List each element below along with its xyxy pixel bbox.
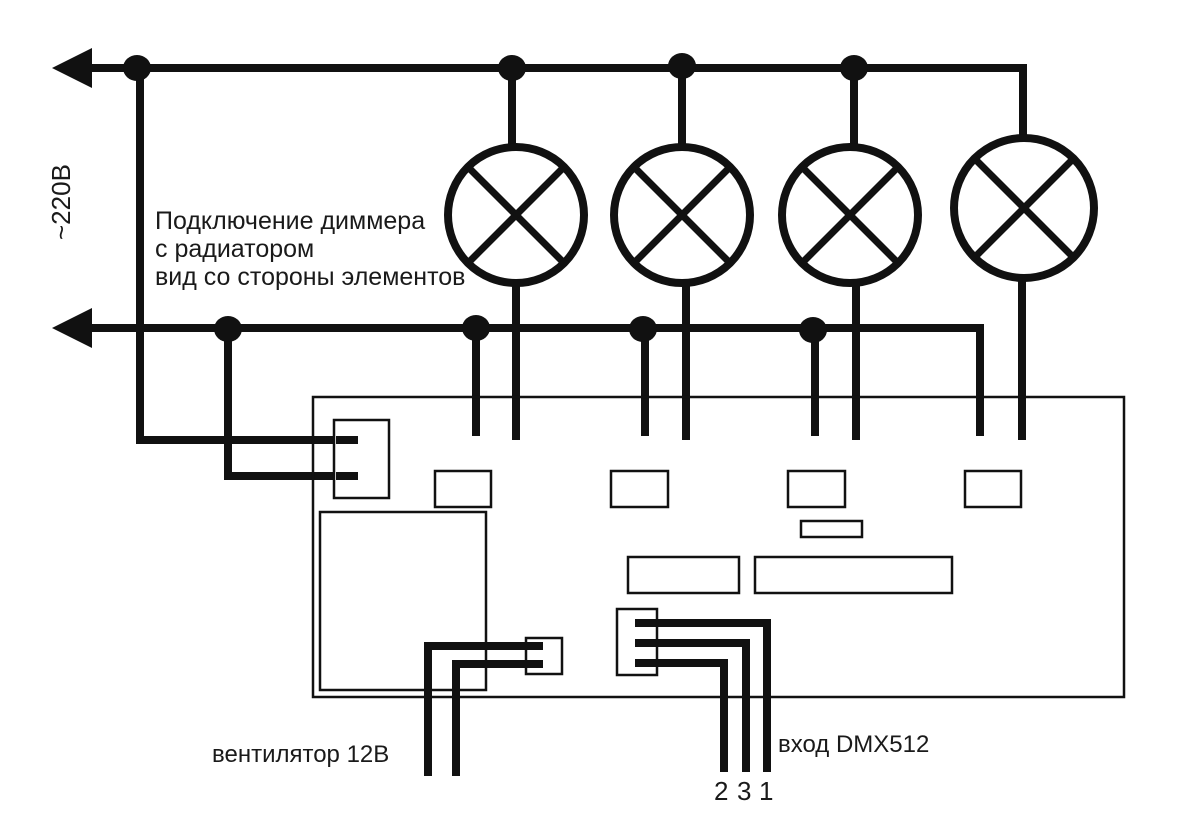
mains-connector [332,418,391,500]
chip-block [753,555,954,595]
triac-block [786,469,847,509]
junction-dot [498,55,526,81]
junction-dot [462,315,490,341]
small-component [799,519,864,539]
triac-block [433,469,493,509]
triac-block [609,469,670,509]
dmx-pin-label: 1 [759,776,773,806]
lamp-3 [778,68,922,440]
junction-dot [840,55,868,81]
junction-dot [799,317,827,343]
lamp-4 [950,134,1098,440]
junction-dot [668,53,696,79]
dmx-pin-label: 2 [714,776,728,806]
title-line-3: вид со стороны элементов [155,263,465,291]
title-line-2: с радиатором [155,235,314,263]
mains-top-line [52,48,1027,140]
dmx-pin-label: 3 [737,776,751,806]
lamp-group [444,68,1098,440]
title-line-1: Подключение диммера [155,207,425,235]
dimmer-board [311,395,1126,699]
voltage-label: ~220В [46,164,76,240]
dmx-wires [635,619,771,772]
triac-block [963,469,1023,509]
junction-nodes [123,53,868,343]
lamp-2 [610,68,754,440]
junction-dot [123,55,151,81]
chip-block [626,555,741,595]
junction-dot [629,316,657,342]
junction-dot [214,316,242,342]
mains-terminal-stubs [336,436,358,480]
fan-wires [424,642,543,776]
dmx-input-label: вход DMX512 [778,731,929,758]
arrow-left-icon [52,48,92,88]
lamp-1 [444,68,588,440]
fan-label: вентилятор 12В [212,741,389,768]
arrow-left-icon [52,308,92,348]
